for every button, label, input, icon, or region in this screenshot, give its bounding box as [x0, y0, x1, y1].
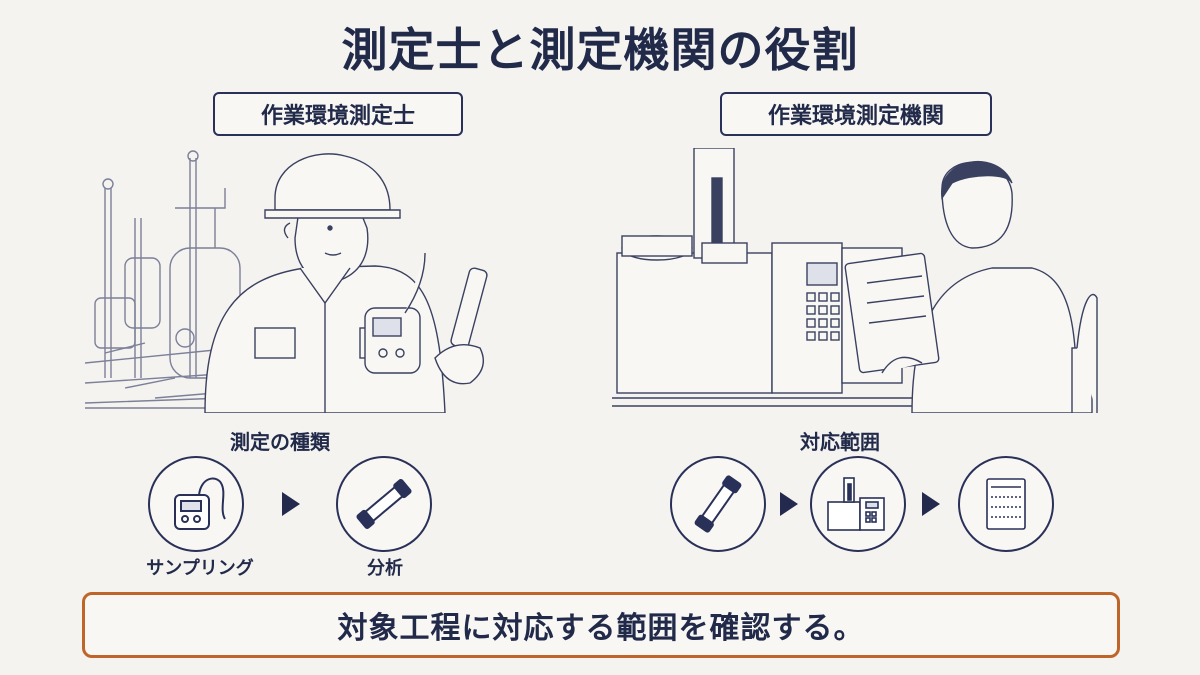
step-circle-analyzer — [810, 456, 906, 552]
report-document-icon — [986, 478, 1026, 530]
step-label-sampling: サンプリング — [146, 558, 254, 579]
conclusion-box: 対象工程に対応する範囲を確認する。 — [82, 592, 1120, 658]
sampling-device-icon — [174, 477, 226, 530]
analyzer-instrument-icon — [827, 477, 885, 531]
scientist-figure — [844, 160, 1098, 413]
institution-illustration — [612, 148, 1098, 413]
sample-tube-icon — [356, 479, 412, 529]
sample-tube-icon — [694, 475, 742, 533]
role-label-institution: 作業環境測定機関 — [720, 92, 992, 136]
step-circle-analysis — [336, 456, 432, 552]
page-title: 測定士と測定機関の役割 — [341, 23, 859, 77]
worker-figure — [204, 153, 488, 413]
conclusion-text: 対象工程に対応する範囲を確認する。 — [337, 611, 865, 646]
left-section-label: 測定の種類 — [230, 430, 330, 454]
step-circle-report — [958, 456, 1054, 552]
measurer-illustration — [85, 150, 488, 413]
flow-arrow-icon — [780, 492, 798, 516]
step-label-analysis: 分析 — [367, 558, 403, 579]
role-label-measurer: 作業環境測定士 — [213, 92, 463, 136]
flow-arrow-icon — [282, 492, 300, 516]
step-circle-tube — [670, 456, 766, 552]
right-section-label: 対応範囲 — [800, 430, 880, 454]
step-circle-sampling — [148, 456, 244, 552]
flow-arrow-icon — [922, 492, 940, 516]
